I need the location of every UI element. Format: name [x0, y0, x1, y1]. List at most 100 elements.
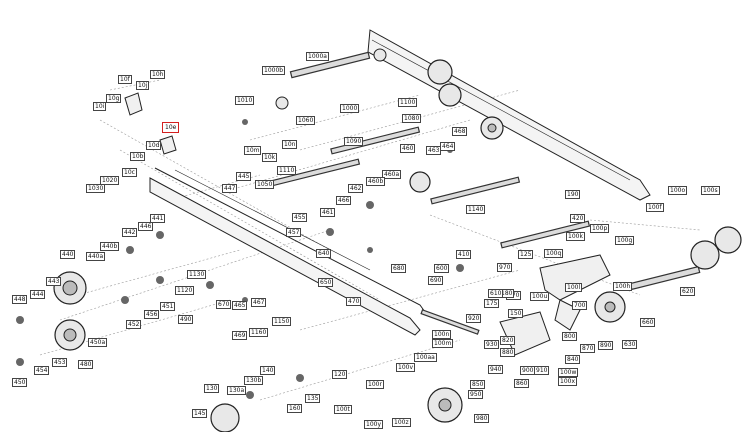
part-label-450a[interactable]: 450a: [88, 338, 108, 347]
part-label-100v[interactable]: 100v: [396, 363, 416, 372]
part-label-610[interactable]: 610: [488, 289, 504, 298]
part-label-680[interactable]: 680: [391, 264, 407, 273]
part-label-468[interactable]: 468: [452, 127, 468, 136]
part-label-440a[interactable]: 440a: [86, 252, 106, 261]
part-label-440b[interactable]: 440b: [100, 242, 120, 251]
part-label-100g[interactable]: 100g: [615, 236, 635, 245]
part-label-100h[interactable]: 100h: [613, 282, 633, 291]
part-label-100p[interactable]: 100p: [590, 224, 610, 233]
part-label-690[interactable]: 690: [428, 276, 444, 285]
part-label-443[interactable]: 443: [46, 277, 62, 286]
part-label-10n[interactable]: 10n: [282, 140, 298, 149]
part-label-446[interactable]: 446: [138, 222, 154, 231]
part-label-670[interactable]: 670: [216, 300, 232, 309]
part-label-620[interactable]: 620: [680, 287, 696, 296]
part-label-950[interactable]: 950: [468, 390, 484, 399]
part-label-1020[interactable]: 1020: [100, 176, 120, 185]
part-label-1000a[interactable]: 1000a: [306, 52, 329, 61]
part-label-1060[interactable]: 1060: [296, 116, 316, 125]
part-label-100y[interactable]: 100y: [364, 420, 384, 429]
part-label-100z[interactable]: 100z: [392, 418, 411, 427]
part-label-150[interactable]: 150: [508, 309, 524, 318]
part-label-100k[interactable]: 100k: [566, 232, 585, 241]
part-label-970[interactable]: 970: [497, 263, 513, 272]
part-label-630[interactable]: 630: [622, 340, 638, 349]
part-label-442[interactable]: 442: [122, 228, 138, 237]
part-label-930[interactable]: 930: [484, 340, 500, 349]
part-label-890[interactable]: 890: [598, 341, 614, 350]
part-label-464[interactable]: 464: [440, 142, 456, 151]
part-label-460a[interactable]: 460a: [382, 170, 402, 179]
part-label-1010[interactable]: 1010: [235, 96, 255, 105]
part-label-100x[interactable]: 100x: [558, 377, 578, 386]
part-label-640[interactable]: 640: [316, 249, 332, 258]
part-label-100o[interactable]: 100o: [668, 186, 688, 195]
part-label-461[interactable]: 461: [320, 208, 336, 217]
part-label-10e[interactable]: 10e: [162, 122, 180, 133]
part-label-920[interactable]: 920: [466, 314, 482, 323]
part-label-455[interactable]: 455: [292, 213, 308, 222]
part-label-480[interactable]: 480: [78, 360, 94, 369]
part-label-454[interactable]: 454: [34, 366, 50, 375]
part-label-452[interactable]: 452: [126, 320, 142, 329]
part-label-10i[interactable]: 10i: [93, 102, 107, 111]
part-label-160[interactable]: 160: [287, 404, 303, 413]
part-label-980[interactable]: 980: [474, 414, 490, 423]
part-label-1160[interactable]: 1160: [249, 328, 269, 337]
part-label-490[interactable]: 490: [178, 315, 194, 324]
part-label-135[interactable]: 135: [305, 394, 321, 403]
part-label-453[interactable]: 453: [52, 358, 68, 367]
part-label-448[interactable]: 448: [12, 295, 28, 304]
part-label-100s[interactable]: 100s: [701, 186, 720, 195]
part-label-10f[interactable]: 10f: [118, 75, 132, 84]
part-label-445[interactable]: 445: [236, 172, 252, 181]
part-label-467[interactable]: 467: [251, 298, 267, 307]
part-label-840[interactable]: 840: [565, 355, 581, 364]
part-label-1110[interactable]: 1110: [277, 166, 297, 175]
part-label-1150[interactable]: 1150: [272, 317, 292, 326]
part-label-10k[interactable]: 10k: [262, 153, 278, 162]
part-label-860[interactable]: 860: [514, 379, 530, 388]
part-label-456[interactable]: 456: [144, 310, 160, 319]
part-label-870[interactable]: 870: [580, 344, 596, 353]
part-label-460b[interactable]: 460b: [366, 177, 386, 186]
part-label-120[interactable]: 120: [332, 370, 348, 379]
part-label-10h[interactable]: 10h: [150, 70, 166, 79]
part-label-462[interactable]: 462: [348, 184, 364, 193]
part-label-100q[interactable]: 100q: [544, 249, 564, 258]
part-label-460[interactable]: 460: [400, 144, 416, 153]
part-label-1030[interactable]: 1030: [86, 184, 106, 193]
part-label-1130[interactable]: 1130: [187, 270, 207, 279]
part-label-410[interactable]: 410: [456, 250, 472, 259]
part-label-820[interactable]: 820: [500, 336, 516, 345]
part-label-10j[interactable]: 10j: [136, 81, 150, 90]
part-label-125[interactable]: 125: [518, 250, 534, 259]
part-label-100n[interactable]: 100n: [432, 330, 452, 339]
part-label-1120[interactable]: 1120: [175, 286, 195, 295]
part-label-1000b[interactable]: 1000b: [262, 66, 286, 75]
part-label-660[interactable]: 660: [640, 318, 656, 327]
part-label-100aa[interactable]: 100aa: [414, 353, 437, 362]
part-label-1050[interactable]: 1050: [255, 180, 275, 189]
part-label-10b[interactable]: 10b: [130, 152, 146, 161]
part-label-100m[interactable]: 100m: [432, 339, 454, 348]
part-label-1090[interactable]: 1090: [344, 137, 364, 146]
part-label-469[interactable]: 469: [232, 331, 248, 340]
part-label-910[interactable]: 910: [534, 366, 550, 375]
part-label-457[interactable]: 457: [286, 228, 302, 237]
part-label-420[interactable]: 420: [570, 214, 586, 223]
part-label-1100[interactable]: 1100: [398, 98, 418, 107]
part-label-10m[interactable]: 10m: [244, 146, 262, 155]
part-label-800[interactable]: 800: [562, 332, 578, 341]
part-label-100w[interactable]: 100w: [558, 368, 579, 377]
part-label-100u[interactable]: 100u: [530, 292, 550, 301]
part-label-440[interactable]: 440: [60, 250, 76, 259]
part-label-450[interactable]: 450: [12, 378, 28, 387]
part-label-650[interactable]: 650: [318, 278, 334, 287]
part-label-444[interactable]: 444: [30, 290, 46, 299]
part-label-130a[interactable]: 130a: [227, 386, 247, 395]
part-label-700[interactable]: 700: [572, 301, 588, 310]
part-label-130b[interactable]: 130b: [244, 376, 264, 385]
part-label-940[interactable]: 940: [488, 365, 504, 374]
part-label-465[interactable]: 465: [232, 301, 248, 310]
